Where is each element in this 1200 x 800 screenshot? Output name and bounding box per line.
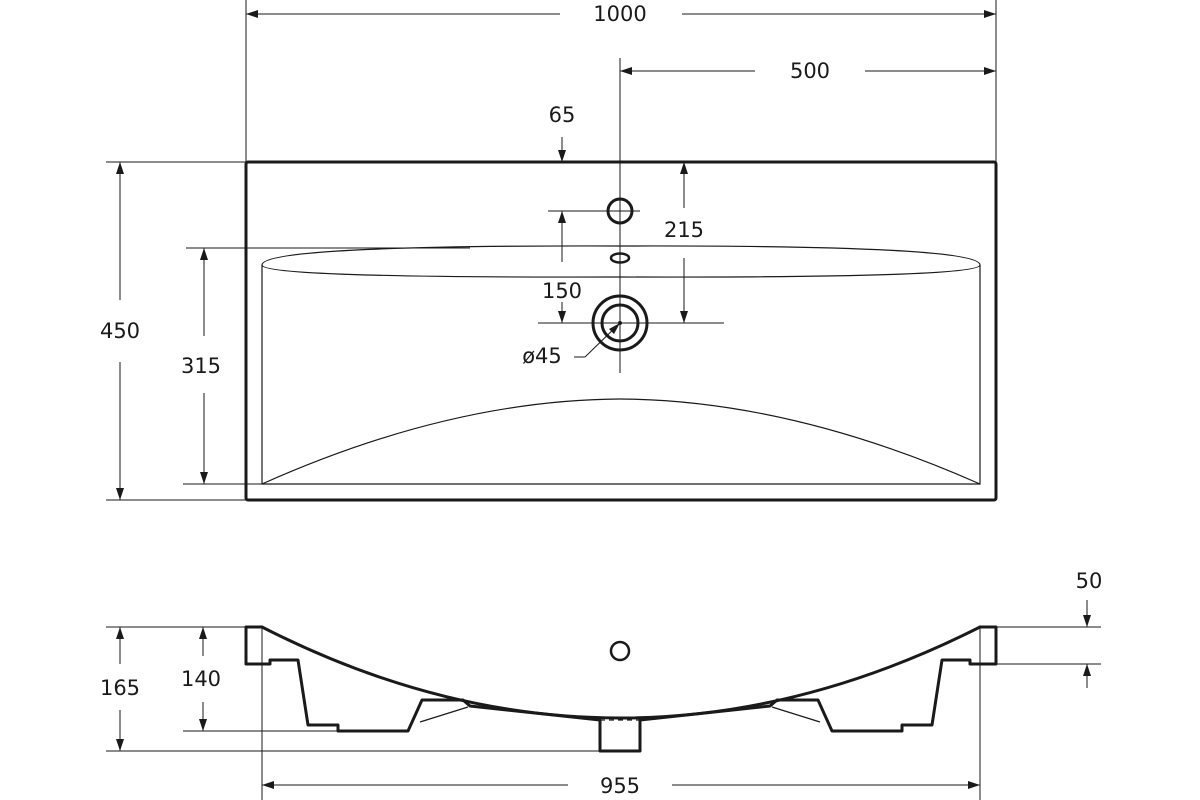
- bowl-profile-side: [260, 625, 982, 720]
- support-rib-left: [419, 706, 469, 723]
- side-view: [244, 625, 998, 753]
- dim-rim-thickness: 50: [1076, 569, 1103, 593]
- dim-overall-height: 165: [100, 676, 140, 700]
- dim-drain-offset: 150: [542, 279, 582, 303]
- side-view-dimensions: 50 165 140 955: [100, 569, 1102, 800]
- dim-drain-diameter: ø45: [522, 344, 562, 368]
- bowl-rim-curve: [261, 245, 981, 278]
- bowl-slope-curve: [261, 398, 981, 485]
- dim-overflow-offset: 65: [549, 103, 576, 127]
- sink-outline-top: [244, 160, 998, 502]
- bowl-outline-top: [261, 265, 981, 485]
- dim-half-width: 500: [790, 59, 830, 83]
- sink-profile-side: [244, 625, 998, 753]
- support-rib-right: [771, 706, 821, 723]
- dim-tap-to-drain: 215: [664, 218, 704, 242]
- dim-bowl-depth: 315: [181, 354, 221, 378]
- dim-overall-width: 1000: [593, 2, 646, 26]
- overflow-hole-side: [609, 640, 631, 662]
- dim-bottom-width: 955: [600, 774, 640, 798]
- dim-overall-depth: 450: [100, 319, 140, 343]
- top-view-dimensions: 1000 500 65 215 150 ø45: [100, 0, 997, 501]
- dim-bowl-height: 140: [181, 667, 221, 691]
- top-view: [244, 160, 998, 502]
